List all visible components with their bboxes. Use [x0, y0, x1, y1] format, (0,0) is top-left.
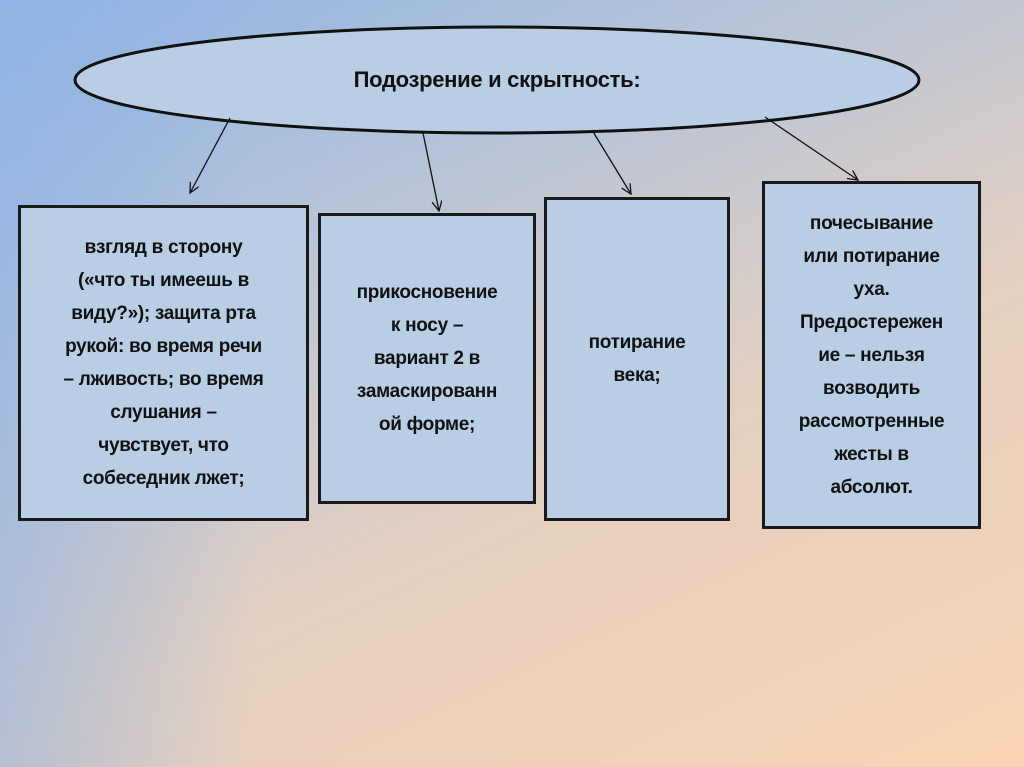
- box-line: слушания –: [110, 402, 217, 423]
- box-eyelid-rub: потирание века;: [544, 197, 730, 521]
- box-gaze-aside: взгляд в сторону («что ты имеешь в виду?…: [18, 205, 309, 521]
- box-line: рассмотренные: [798, 410, 945, 432]
- box-line: возводить: [822, 377, 921, 399]
- arrow-to-box-1: [190, 117, 231, 193]
- box-line: рукой: во время речи: [65, 336, 262, 357]
- arrow-to-box-4: [764, 116, 858, 180]
- arrow-to-box-3: [591, 129, 631, 194]
- box-line: взгляд в сторону: [84, 237, 243, 258]
- box-line: ой форме;: [378, 414, 476, 435]
- box-line: вариант 2 в: [373, 348, 481, 369]
- box-line: века;: [613, 365, 661, 386]
- box-line: уха.: [853, 278, 890, 300]
- box-line: («что ты имеешь в: [78, 270, 249, 291]
- box-line: абсолют.: [830, 476, 913, 498]
- box-line: потирание: [588, 332, 686, 353]
- box-line: ие – нельзя: [818, 344, 925, 366]
- box-ear-scratch: почесывание или потирание уха. Предостер…: [762, 181, 981, 529]
- arrow-to-box-2: [422, 132, 439, 211]
- box-line: виду?»); защита рта: [71, 303, 256, 324]
- box-line: замаскированн: [356, 381, 498, 402]
- box-line: или потирание: [803, 245, 940, 267]
- title-ellipse: [73, 25, 921, 135]
- box-line: почесывание: [809, 212, 934, 234]
- box-line: прикосновение: [356, 282, 498, 303]
- box-line: Предостережен: [800, 311, 943, 333]
- box-line: жесты в: [834, 443, 909, 465]
- box-line: к носу –: [390, 315, 464, 336]
- diagram-title: Подозрение и скрытность:: [353, 67, 641, 92]
- box-nose-touch: прикосновение к носу – вариант 2 в замас…: [318, 213, 536, 504]
- box-line: собеседник лжет;: [82, 468, 245, 489]
- box-line: чувствует, что: [98, 435, 229, 456]
- box-line: – лживость; во время: [63, 369, 264, 390]
